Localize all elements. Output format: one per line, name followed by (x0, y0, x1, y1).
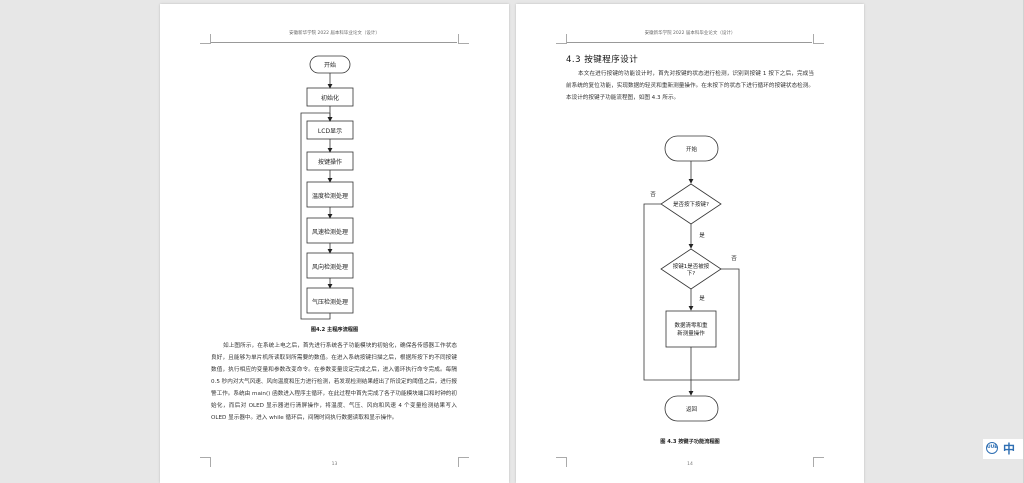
body-paragraph: 如上图所示，在系统上电之后，首先进行系统各子功能模块的初始化，确保各传感器工作状… (211, 343, 457, 421)
translate-icon[interactable]: UUE (986, 442, 998, 454)
crop-mark (458, 34, 469, 44)
flow-no-label: 否 (731, 255, 737, 262)
flow-yes-label: 是 (699, 295, 705, 302)
flow-yes-label: 是 (699, 232, 705, 239)
flow-label: LCD显示 (318, 128, 342, 135)
flow-no-label: 否 (650, 191, 656, 198)
page-header: 安徽新华学院 2022 届本科毕业论文（设计） (289, 31, 380, 36)
flow-label: 按键操作 (318, 158, 342, 166)
flow-temp-box (306, 181, 354, 208)
floating-toolbar[interactable]: UUE 中 (983, 439, 1024, 459)
flow-wind-speed-box (306, 217, 354, 244)
body-paragraph: 本文在进行按键的功能设计时，首先对按键的状态进行检测，识别到按键 1 按下之后，… (566, 71, 814, 101)
flow-wind-dir-box (306, 252, 354, 279)
crop-mark (813, 34, 824, 44)
flow-label: 开始 (324, 61, 336, 69)
language-toggle[interactable]: 中 (1003, 442, 1016, 456)
flow-process-label: 数据清零和重 (674, 321, 708, 329)
crop-mark (200, 34, 211, 44)
crop-mark (458, 457, 469, 467)
flow-reset-box (665, 310, 717, 348)
flow-end-label: 返回 (686, 406, 698, 413)
flow-end-node (664, 395, 719, 422)
flow-label: 风速检测处理 (312, 228, 348, 236)
flow-start-node (664, 135, 719, 162)
section-title: 4.3 按键程序设计 (566, 55, 639, 65)
flow-label: 初始化 (321, 94, 339, 102)
flow-label: 风向检测处理 (312, 263, 348, 271)
crop-mark (556, 34, 567, 44)
document-page-14: 安徽新华学院 2022 届本科毕业论文（设计） 4.3 按键程序设计 本文在进行… (516, 4, 864, 483)
figure-caption: 图4.2 主程序流程图 (310, 327, 359, 333)
crop-mark (556, 457, 567, 467)
crop-mark (813, 457, 824, 467)
figure-caption: 图 4.3 按键子功能流程图 (660, 439, 720, 445)
flow-start-label: 开始 (686, 145, 698, 153)
flow-decision1-label: 是否按下按键? (673, 200, 709, 208)
crop-mark (200, 457, 211, 467)
flow-decision2-label: 按键1是否被按 (673, 262, 710, 270)
header-rule (567, 42, 812, 43)
page-header: 安徽新华学院 2022 届本科毕业论文（设计） (644, 31, 736, 36)
flow-process-label: 新测量操作 (677, 329, 705, 337)
page-number: 13 (331, 462, 338, 467)
key-subroutine-flowchart: 开始 是否按下按键? 按键1是否被按 下? 数据清零和重 新测量操作 返回 是 … (643, 135, 740, 422)
flow-label: 气压检测处理 (312, 298, 348, 306)
header-rule (211, 42, 457, 43)
flow-pressure-box (306, 287, 354, 314)
page-number: 14 (687, 462, 693, 467)
flow-decision2-label: 下? (687, 270, 696, 277)
flow-label: 温度检测处理 (312, 192, 348, 200)
main-program-flowchart: 开始 初始化 LCD显示 按键操作 温度检测处理 风速检测处理 风向检测处理 气… (300, 55, 354, 320)
document-page-13: 安徽新华学院 2022 届本科毕业论文（设计） (160, 4, 509, 483)
